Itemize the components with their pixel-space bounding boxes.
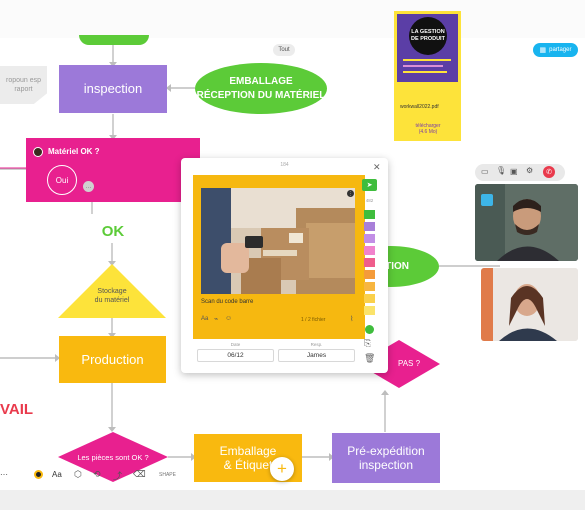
eraser-icon[interactable]: ⌫ <box>133 469 146 479</box>
date-field-label: Date <box>230 342 241 347</box>
owner-field-label: Resp. <box>310 342 323 347</box>
text-tool[interactable]: Aa <box>52 470 62 479</box>
mic-icon[interactable]: 🎙 <box>496 166 507 175</box>
poster-image: LA GESTION DE PRODUIT <box>397 14 458 82</box>
stockage-label: Stockage du matériel <box>94 288 130 304</box>
owner-value: James <box>306 352 327 359</box>
trash-icon[interactable]: 🗑 <box>364 353 376 363</box>
ition-label: ITION <box>382 261 409 272</box>
sticky-note-text: ropoun esp raport <box>5 76 42 93</box>
ok-label: OK <box>101 222 125 240</box>
poster-speech-bubble: LA GESTION DE PRODUIT <box>409 17 447 55</box>
color-swatch[interactable] <box>364 270 375 279</box>
participant-video-1[interactable] <box>475 184 578 261</box>
filter-chip[interactable]: Tout <box>273 44 295 56</box>
pas-label: PAS ? <box>397 359 421 368</box>
link-tool-icon[interactable]: ⤴ <box>113 471 123 481</box>
participant-photo <box>481 268 578 341</box>
color-swatch[interactable] <box>364 222 375 231</box>
barcode-scan-photo: ⋮ <box>201 188 355 294</box>
poster-caption: télécharger (4.6 Mo) <box>415 123 441 135</box>
materiel-ok-card[interactable]: Matériel OK ? Oui … <box>26 138 200 202</box>
date-field[interactable]: 06/12 <box>197 349 274 362</box>
misc-tool[interactable]: SHAPE <box>159 472 176 478</box>
diamond-shape <box>58 432 168 482</box>
link-icon[interactable]: ⌁ <box>214 316 219 323</box>
card-footer-hint: 1 / 2 fichier <box>301 317 326 323</box>
participant-video-2[interactable] <box>481 268 578 341</box>
pre-expedition-label: Pré-expédition inspection <box>347 443 425 472</box>
emballage-reception-ellipse[interactable]: EMBALLAGE RÉCEPTION DU MATÉRIEL <box>195 63 327 114</box>
materiel-ok-label: Matériel OK ? <box>48 147 100 156</box>
sticky-note[interactable]: ropoun esp raport <box>0 66 47 104</box>
color-swatch[interactable] <box>364 282 375 291</box>
warehouse-photo <box>201 188 355 294</box>
modal-header: 184 <box>280 162 289 168</box>
export-icon[interactable]: ⎘ <box>364 338 372 348</box>
pieces-ok-label: Les pièces sont OK ? <box>77 453 149 462</box>
poster-file-name[interactable]: workwall2022.pdf <box>400 104 439 110</box>
emballage-reception-label: EMBALLAGE RÉCEPTION DU MATÉRIEL <box>196 76 326 101</box>
pre-expedition-box[interactable]: Pré-expédition inspection <box>332 433 440 483</box>
attach-icon[interactable]: ⌇ <box>350 316 354 323</box>
oui-label: Oui <box>55 175 69 185</box>
grid-icon: ▦ <box>539 47 547 54</box>
stockage-triangle[interactable]: Stockage du matériel <box>58 264 166 318</box>
inspection-box[interactable]: inspection <box>59 65 167 113</box>
filter-chip-label: Tout <box>278 47 290 53</box>
plus-icon: + <box>277 459 287 478</box>
color-swatch[interactable] <box>364 294 375 303</box>
card-caption[interactable]: Scan du code barre <box>201 299 254 305</box>
inspection-label: inspection <box>83 80 143 96</box>
close-icon[interactable]: ✕ <box>373 162 381 172</box>
poster-title: LA GESTION DE PRODUIT <box>411 29 445 42</box>
bottom-strip <box>0 490 585 510</box>
poster-lines <box>403 59 451 61</box>
card-preview[interactable]: ⋮ Scan du code barre Aa ⌁ ☺ 1 / 2 fichie… <box>193 175 365 339</box>
chat-icon[interactable]: … <box>83 181 94 192</box>
color-swatch[interactable] <box>364 246 375 255</box>
settings-icon[interactable]: ⚙ <box>526 166 534 175</box>
participant-photo <box>475 184 578 261</box>
pieces-ok-diamond[interactable]: Les pièces sont OK ? <box>58 432 168 482</box>
reaction-icon[interactable]: ☺ <box>225 315 233 322</box>
share-button[interactable]: ▦ partager <box>533 43 578 57</box>
oui-bubble[interactable]: Oui <box>47 165 77 195</box>
more-tools-icon[interactable]: ⋯ <box>0 470 8 479</box>
connector-tool-icon[interactable]: ⟲ <box>93 469 101 479</box>
poster-card[interactable]: LA GESTION DE PRODUIT workwall2022.pdf t… <box>394 11 461 141</box>
production-label: Production <box>81 352 144 367</box>
color-swatch[interactable] <box>364 234 375 243</box>
hangup-icon[interactable]: ✆ <box>543 166 555 178</box>
shape-tool-icon[interactable]: ⬡ <box>74 469 82 479</box>
poster-lines <box>403 65 443 67</box>
screen-share-icon[interactable]: ▣ <box>510 167 518 176</box>
video-icon[interactable]: ▭ <box>481 167 489 176</box>
poster-lines <box>403 71 447 73</box>
owner-field[interactable]: James <box>278 349 355 362</box>
add-button[interactable]: + <box>270 457 294 481</box>
more-icon[interactable]: ⋮ <box>347 190 354 197</box>
triangle-shape <box>58 264 166 318</box>
production-box[interactable]: Production <box>59 336 166 383</box>
date-value: 06/12 <box>227 352 244 359</box>
char-count: 482 <box>365 198 374 203</box>
avatar <box>33 147 43 157</box>
share-label: partager <box>549 47 572 53</box>
top-green-blob[interactable] <box>79 35 149 45</box>
color-swatch[interactable] <box>364 258 375 267</box>
call-controls <box>475 164 565 181</box>
emoji-icon[interactable] <box>365 325 374 334</box>
color-swatch[interactable] <box>364 306 375 315</box>
item-edit-modal[interactable]: 184 ✕ ⋮ Scan du code barre Aa ⌁ ☺ 1 / 2 … <box>181 158 388 373</box>
vail-label: VAIL <box>0 400 34 418</box>
send-icon[interactable]: ➤ <box>362 179 377 191</box>
color-picker-icon[interactable] <box>34 470 43 479</box>
top-bar <box>0 0 585 38</box>
font-icon[interactable]: Aa <box>201 316 209 322</box>
color-swatch[interactable] <box>364 210 375 219</box>
emballage-etiquetage-label: Emballage & Étiquet <box>219 443 277 472</box>
